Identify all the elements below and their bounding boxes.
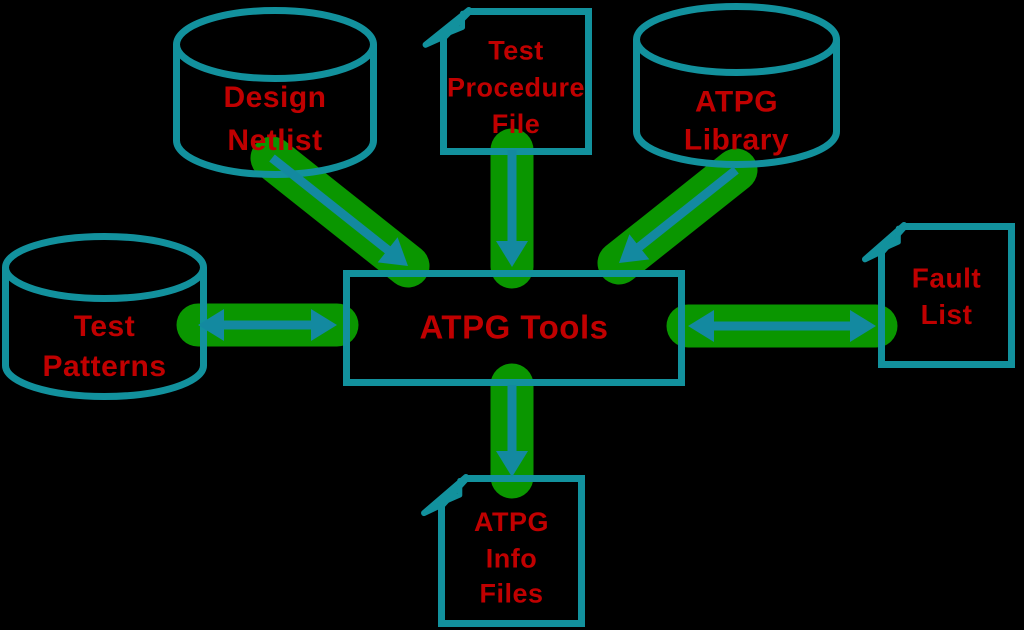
- arrow-head: [311, 309, 337, 341]
- node-label: Design: [223, 81, 326, 114]
- connector-test-patterns-atpg-tools: [198, 309, 337, 341]
- node-label: Test: [488, 36, 544, 66]
- node-label: ATPG: [695, 86, 778, 119]
- node-label: Fault: [912, 263, 981, 294]
- node-atpg-info-files: [421, 474, 585, 627]
- node-label: File: [492, 109, 541, 139]
- arrow-head: [377, 237, 408, 266]
- node-label: Info: [486, 544, 537, 574]
- node-atpg-library: [633, 3, 840, 168]
- cylinder-top: [173, 7, 377, 82]
- cylinder-body: [173, 44, 377, 178]
- arrow-head: [850, 310, 876, 342]
- connector-atpg-tools-to-atpg-info-files: [496, 385, 528, 477]
- arrow-head: [619, 234, 650, 263]
- cylinder-body: [633, 39, 840, 168]
- arrow-line: [269, 154, 399, 260]
- labels-layer: TestPatternsDesignNetlistTestProcedureFi…: [42, 36, 981, 609]
- node-design-netlist: [173, 7, 377, 178]
- cylinder-top: [633, 3, 840, 76]
- arrow-head: [688, 310, 714, 342]
- node-test-patterns: [2, 233, 207, 400]
- node-label: Library: [684, 123, 789, 156]
- document-body: [878, 223, 1015, 368]
- connector-atpg-tools-fault-list: [688, 310, 876, 342]
- node-label: List: [921, 299, 973, 330]
- arrow-head: [198, 309, 224, 341]
- arrow-line: [628, 166, 739, 257]
- folded-corner-flap: [422, 7, 472, 48]
- node-label: Procedure: [447, 72, 585, 102]
- connector-atpg-library-to-atpg-tools: [619, 166, 739, 263]
- node-label: ATPG Tools: [420, 308, 609, 345]
- node-atpg-tools: [343, 270, 685, 386]
- folded-corner-flap: [421, 474, 469, 516]
- folded-corner-flap: [861, 222, 908, 263]
- process-box: [343, 270, 685, 386]
- arrow-lines-layer: [198, 150, 876, 477]
- folded-corner-crease: [437, 477, 463, 507]
- connector-test-procedure-file-to-atpg-tools: [496, 150, 528, 267]
- node-label: ATPG: [474, 507, 549, 537]
- arrow-head: [496, 451, 528, 477]
- arrow-head: [496, 241, 528, 267]
- node-label: Netlist: [227, 124, 322, 157]
- cylinder-top: [2, 233, 207, 302]
- folded-corner-crease: [439, 10, 466, 39]
- node-label: Patterns: [42, 350, 166, 383]
- connector-design-netlist-to-atpg-tools: [269, 154, 408, 266]
- node-label: Test: [74, 310, 135, 343]
- cylinder-body: [2, 267, 207, 400]
- folded-corner-crease: [877, 225, 901, 253]
- node-fault-list: [861, 222, 1015, 368]
- node-label: Files: [479, 579, 543, 609]
